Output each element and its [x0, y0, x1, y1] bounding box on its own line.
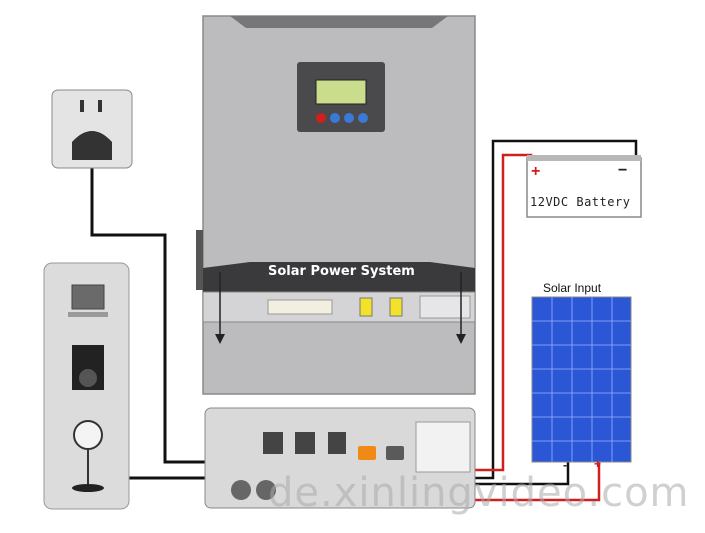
terminal-block-1: [263, 432, 283, 454]
wall-socket: [51, 89, 133, 169]
terminal-box: [204, 407, 476, 509]
cooling-fan-2: [256, 480, 276, 500]
pv-minus-sign: -: [563, 458, 567, 472]
battery-terminal-neg: [389, 297, 403, 317]
battery-minus-sign: −: [618, 162, 628, 179]
battery-label: 12VDC Battery: [530, 195, 631, 209]
terminal-block-2: [295, 432, 315, 454]
battery-terminal-pos: [359, 297, 373, 317]
ac-terminal-block: [267, 299, 333, 315]
battery-plus-sign: +: [531, 163, 541, 180]
terminal-block-3: [328, 432, 346, 454]
lcd-screen: [315, 79, 367, 105]
pv-plus-sign: +: [594, 457, 602, 471]
solar-input-label: Solar Input: [543, 281, 602, 295]
inverter-cabinet: [196, 15, 476, 395]
panel-button-1: [316, 113, 326, 123]
monitor-icon: [71, 284, 105, 310]
battery: [526, 155, 642, 218]
lcd-control-panel: [297, 62, 385, 132]
fan-icon: [73, 420, 103, 450]
cabinet-handle: [196, 230, 203, 290]
watermark: de.xinlingvideo.com: [268, 470, 690, 516]
battery-connector-neg: [386, 446, 404, 460]
battery-connector-pos: [358, 446, 376, 460]
loads-panel: [43, 262, 130, 510]
system-title: Solar Power System: [268, 264, 415, 279]
panel-button-2: [330, 113, 340, 123]
solar-panel: [531, 296, 632, 463]
panel-button-4: [358, 113, 368, 123]
title-band: [203, 262, 475, 292]
panel-button-3: [344, 113, 354, 123]
cooling-fan-1: [231, 480, 251, 500]
